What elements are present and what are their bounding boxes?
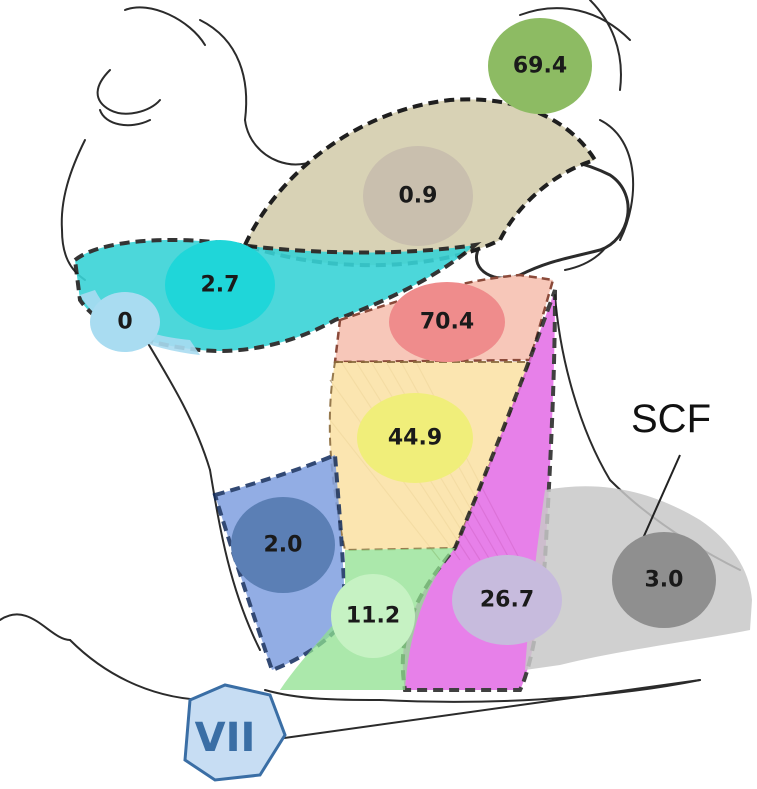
scf-label: SCF <box>631 397 711 441</box>
level-ib-value-label: 2.7 <box>201 273 240 298</box>
parotid-value-label: 69.4 <box>513 54 567 79</box>
submandibular-value-label: 0.9 <box>399 184 438 209</box>
vii-label: VII <box>195 715 256 761</box>
supraclavicular-value-label: 3.0 <box>645 568 684 593</box>
level-vi-value-label: 2.0 <box>264 533 303 558</box>
level-ii-value-label: 70.4 <box>420 310 474 335</box>
level-ia-value-label: 0 <box>117 310 132 335</box>
level-iv-value-label: 11.2 <box>346 604 400 629</box>
level-v-value-label: 26.7 <box>480 588 534 613</box>
value-circles: 69.4 0.9 2.7 0 70.4 44.9 2.0 11.2 26.7 3.0 <box>90 18 716 658</box>
level-iii-value-label: 44.9 <box>388 426 442 451</box>
